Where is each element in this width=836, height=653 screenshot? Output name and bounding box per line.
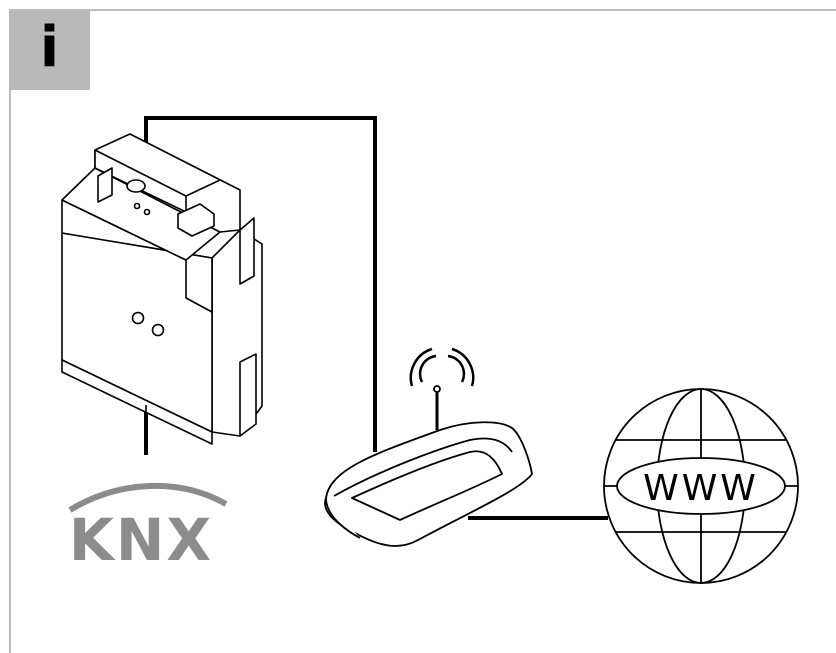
frame-border	[9, 9, 836, 653]
globe-icon: WWW	[603, 388, 799, 584]
globe-label: WWW	[643, 468, 759, 509]
info-icon: i	[39, 14, 60, 80]
wifi-signal-icon	[409, 347, 475, 387]
din-module-icon	[61, 133, 263, 445]
knx-logo-arc	[68, 483, 228, 513]
cable-device-to-router	[144, 116, 377, 452]
knx-logo-text: KNX	[69, 506, 213, 574]
router-icon	[324, 385, 533, 547]
info-badge: i	[9, 9, 90, 90]
knx-logo: KNX	[68, 483, 228, 574]
